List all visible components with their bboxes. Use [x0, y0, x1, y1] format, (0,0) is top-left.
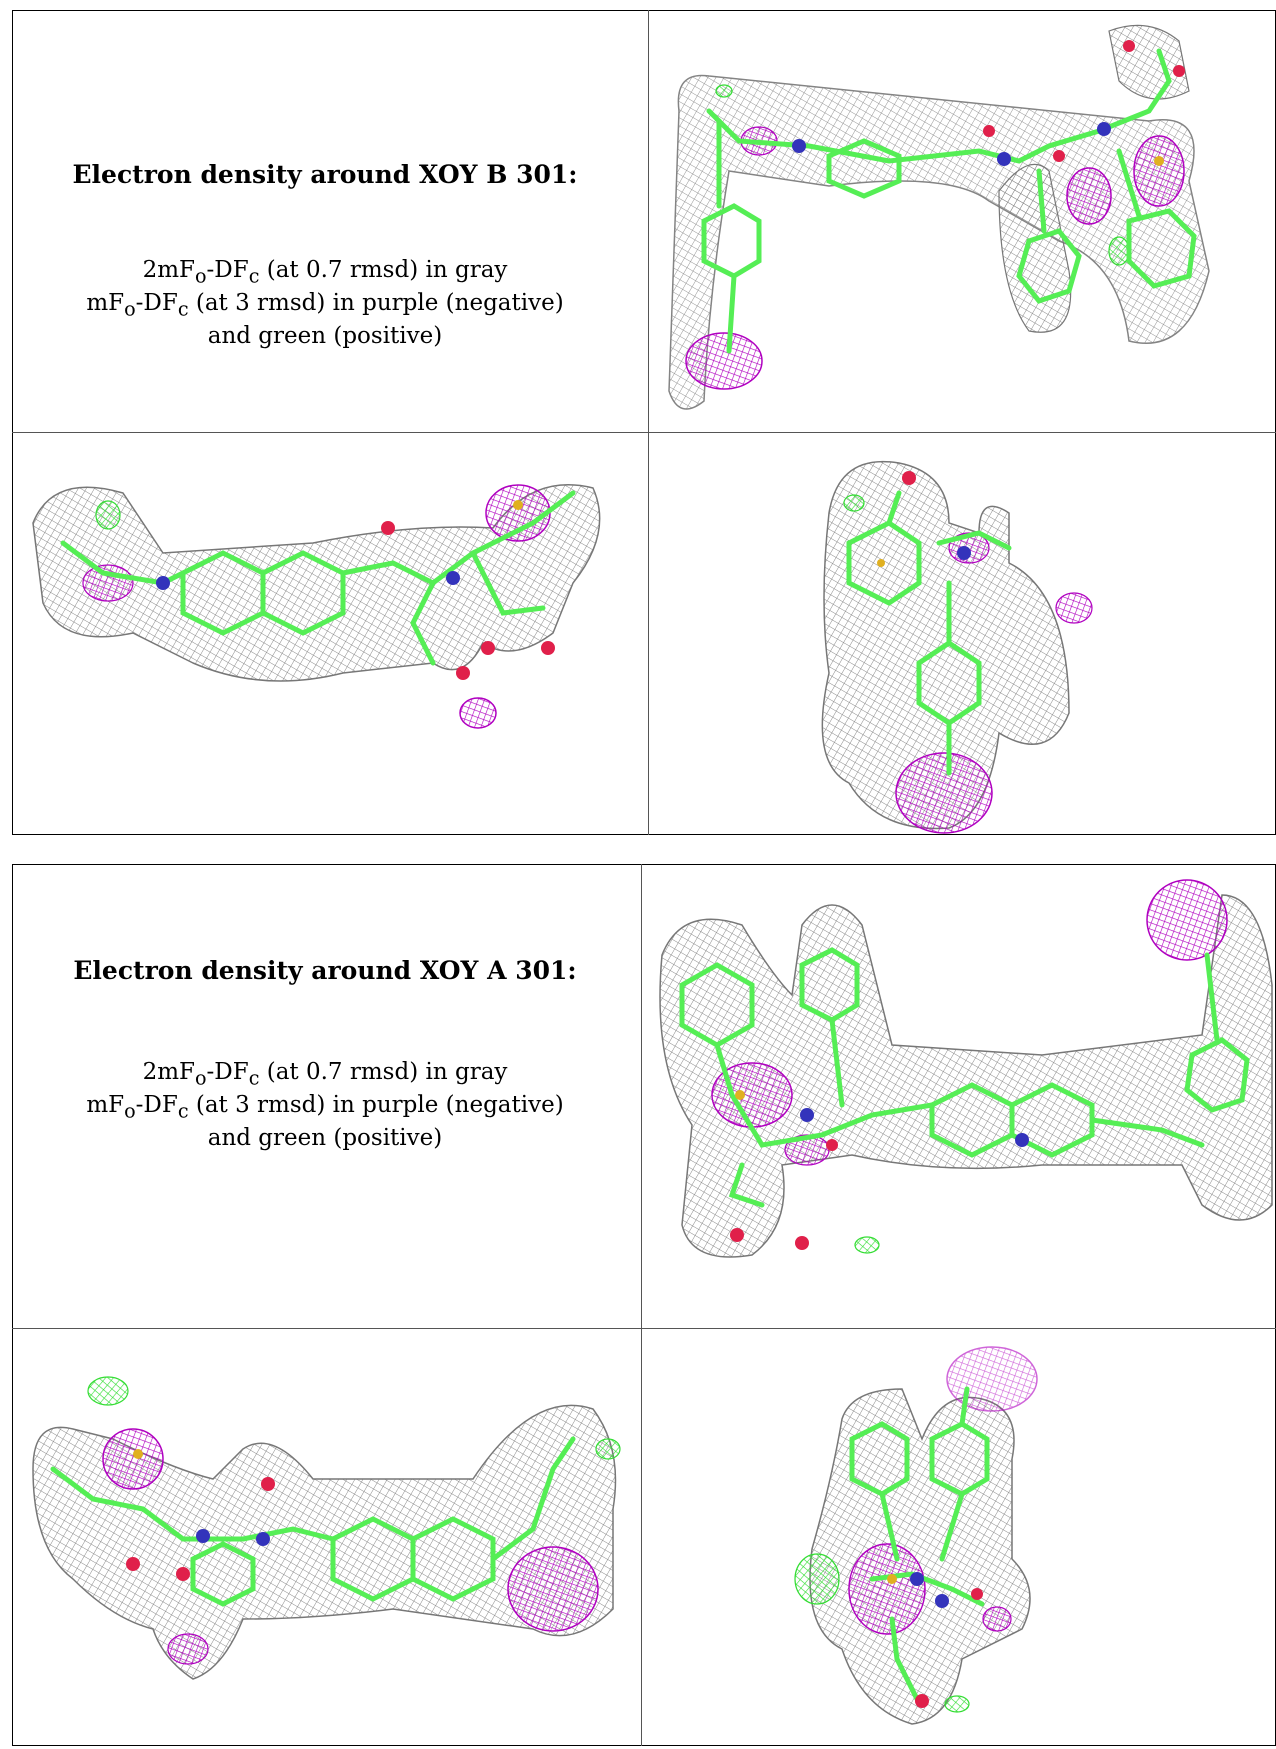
- ligand-stick-model: [846, 490, 1012, 776]
- green-positive-density: [87, 1376, 129, 1406]
- purple-negative-density: [1133, 135, 1185, 207]
- density-map-image: [659, 879, 1273, 1258]
- block-a-view-bottom-left: [13, 1329, 641, 1745]
- block-b-caption-cell: Electron density around XOY B 301: 2mFo-…: [12, 10, 648, 432]
- atom-markers: [126, 1449, 275, 1581]
- purple-negative-density: [685, 332, 763, 390]
- block-b-view-bottom-left: [13, 433, 648, 834]
- atom-markers: [887, 1572, 983, 1708]
- block-b-divider-vertical: [648, 10, 649, 835]
- block-b-view-bottom-right: [649, 433, 1276, 834]
- block-a-view-top-right: [642, 865, 1276, 1328]
- purple-negative-density: [82, 564, 134, 602]
- atom-markers: [156, 500, 555, 680]
- purple-negative-density: [895, 752, 993, 834]
- ligand-stick-model: [701, 48, 1197, 354]
- block-b-view-top-right: [649, 11, 1276, 432]
- purple-negative-density: [167, 1633, 209, 1665]
- block-a-view-bottom-right: [642, 1329, 1276, 1745]
- block-a-legend-line2: mFo-DFc (at 3 rmsd) in purple (negative): [86, 1092, 564, 1123]
- green-positive-density: [843, 494, 865, 512]
- purple-negative-density: [102, 1428, 164, 1490]
- gray-density-mesh: [32, 1404, 617, 1680]
- green-positive-density: [595, 1438, 621, 1460]
- green-positive-density: [1108, 236, 1130, 266]
- gray-density-mesh: [1108, 24, 1190, 100]
- purple-negative-density: [848, 1543, 926, 1635]
- atom-markers: [792, 40, 1185, 166]
- ligand-stick-model: [60, 490, 576, 666]
- green-positive-density: [944, 1695, 970, 1713]
- density-map-image: [668, 24, 1210, 410]
- green-positive-density: [95, 500, 121, 530]
- green-positive-density: [854, 1236, 880, 1254]
- block-b-legend-line3: and green (positive): [207, 323, 443, 349]
- block-b-divider-horizontal: [12, 432, 1276, 433]
- block-a-divider-horizontal: [12, 1328, 1276, 1329]
- block-a-title: Electron density around XOY A 301:: [73, 956, 577, 985]
- density-map-image: [794, 1346, 1038, 1725]
- gray-density-mesh: [659, 894, 1273, 1258]
- purple-negative-density: [1066, 167, 1112, 225]
- block-b-legend-line1: 2mFo-DFc (at 0.7 rmsd) in gray: [142, 257, 508, 288]
- purple-negative-density: [507, 1546, 599, 1632]
- block-a-legend-line1: 2mFo-DFc (at 0.7 rmsd) in gray: [142, 1059, 508, 1090]
- density-map-image: [32, 1376, 621, 1680]
- block-a-legend-line3: and green (positive): [207, 1125, 443, 1151]
- block-b-title: Electron density around XOY B 301:: [72, 160, 578, 189]
- purple-negative-density: [1055, 592, 1093, 624]
- density-map-image: [821, 460, 1093, 834]
- gray-density-mesh: [998, 163, 1072, 333]
- atom-markers: [877, 471, 971, 567]
- block-a-caption-cell: Electron density around XOY A 301: 2mFo-…: [12, 864, 641, 1328]
- purple-negative-density: [459, 697, 497, 729]
- gray-density-mesh: [809, 1388, 1031, 1725]
- purple-negative-density: [982, 1606, 1012, 1632]
- purple-negative-density: [1146, 879, 1228, 961]
- atom-markers: [730, 1090, 1029, 1250]
- block-b-legend-line2: mFo-DFc (at 3 rmsd) in purple (negative): [86, 290, 564, 321]
- green-positive-density: [794, 1553, 840, 1605]
- density-map-image: [32, 484, 601, 729]
- green-positive-density: [715, 84, 733, 98]
- ligand-stick-model: [679, 947, 1250, 1208]
- gray-density-mesh: [32, 484, 601, 682]
- block-a-divider-vertical: [641, 864, 642, 1746]
- purple-negative-density: [946, 1346, 1038, 1412]
